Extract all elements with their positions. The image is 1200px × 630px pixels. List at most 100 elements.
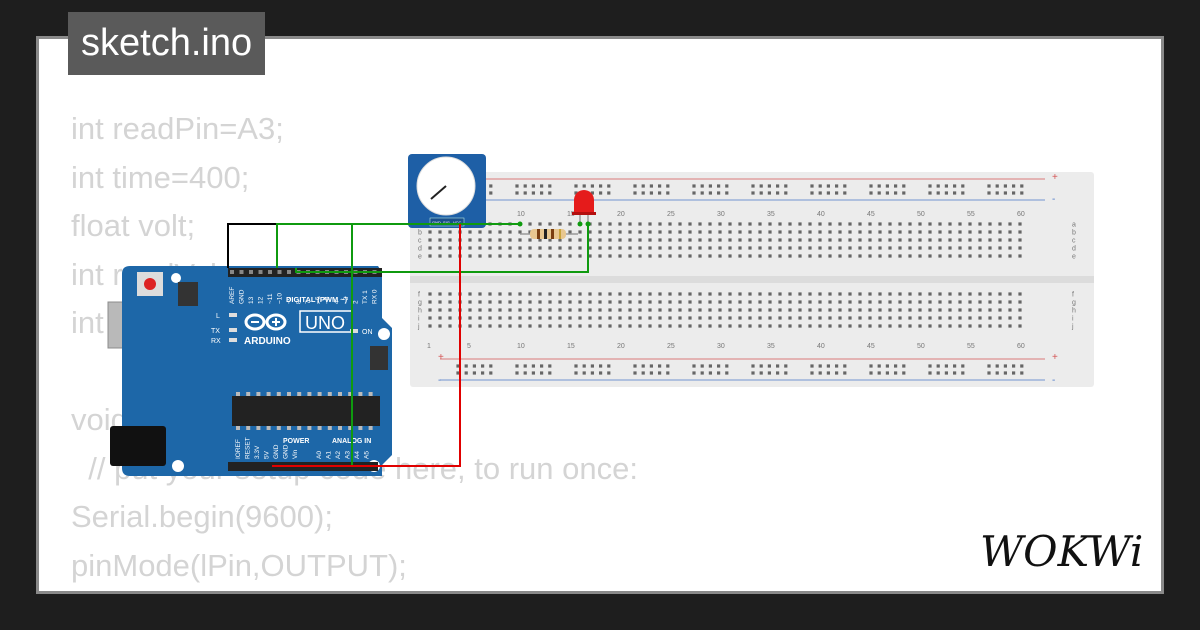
breadboard-hole[interactable]	[758, 308, 762, 312]
rail-hole[interactable]	[658, 364, 662, 368]
breadboard-hole[interactable]	[968, 316, 972, 320]
breadboard-hole[interactable]	[1018, 222, 1022, 226]
rail-hole[interactable]	[515, 191, 519, 195]
breadboard-hole[interactable]	[518, 324, 522, 328]
breadboard-hole[interactable]	[518, 254, 522, 258]
breadboard-hole[interactable]	[688, 246, 692, 250]
breadboard-hole[interactable]	[658, 222, 662, 226]
breadboard-hole[interactable]	[988, 316, 992, 320]
rail-hole[interactable]	[894, 371, 898, 375]
rail-hole[interactable]	[818, 364, 822, 368]
rail-hole[interactable]	[869, 184, 873, 188]
breadboard-hole[interactable]	[478, 230, 482, 234]
rail-hole[interactable]	[776, 191, 780, 195]
breadboard-hole[interactable]	[948, 324, 952, 328]
breadboard-hole[interactable]	[878, 222, 882, 226]
rail-hole[interactable]	[810, 364, 814, 368]
breadboard-hole[interactable]	[978, 238, 982, 242]
breadboard-hole[interactable]	[858, 238, 862, 242]
breadboard-hole[interactable]	[468, 308, 472, 312]
breadboard-hole[interactable]	[878, 300, 882, 304]
breadboard-hole[interactable]	[798, 254, 802, 258]
rail-hole[interactable]	[767, 191, 771, 195]
breadboard-hole[interactable]	[428, 324, 432, 328]
breadboard-hole[interactable]	[728, 222, 732, 226]
rail-hole[interactable]	[692, 371, 696, 375]
breadboard-hole[interactable]	[868, 300, 872, 304]
rail-hole[interactable]	[776, 184, 780, 188]
breadboard-hole[interactable]	[888, 238, 892, 242]
rail-hole[interactable]	[599, 371, 603, 375]
breadboard-hole[interactable]	[578, 230, 582, 234]
breadboard-hole[interactable]	[628, 230, 632, 234]
breadboard-hole[interactable]	[908, 316, 912, 320]
breadboard-hole[interactable]	[548, 316, 552, 320]
breadboard-hole[interactable]	[478, 324, 482, 328]
breadboard-hole[interactable]	[598, 246, 602, 250]
breadboard-hole[interactable]	[808, 238, 812, 242]
breadboard-hole[interactable]	[1008, 238, 1012, 242]
breadboard-hole[interactable]	[888, 316, 892, 320]
breadboard-hole[interactable]	[778, 230, 782, 234]
rail-hole[interactable]	[599, 364, 603, 368]
rail-hole[interactable]	[489, 371, 493, 375]
breadboard-hole[interactable]	[918, 222, 922, 226]
rail-hole[interactable]	[1003, 364, 1007, 368]
breadboard-hole[interactable]	[798, 308, 802, 312]
breadboard-hole[interactable]	[788, 254, 792, 258]
breadboard-hole[interactable]	[788, 324, 792, 328]
breadboard-hole[interactable]	[938, 230, 942, 234]
rail-hole[interactable]	[700, 191, 704, 195]
breadboard-hole[interactable]	[738, 222, 742, 226]
breadboard-hole[interactable]	[948, 254, 952, 258]
breadboard-hole[interactable]	[628, 246, 632, 250]
breadboard-hole[interactable]	[498, 254, 502, 258]
breadboard-hole[interactable]	[518, 300, 522, 304]
rail-hole[interactable]	[818, 191, 822, 195]
rail-hole[interactable]	[987, 371, 991, 375]
rail-hole[interactable]	[894, 364, 898, 368]
breadboard-hole[interactable]	[508, 238, 512, 242]
breadboard-hole[interactable]	[618, 238, 622, 242]
breadboard-hole[interactable]	[888, 254, 892, 258]
breadboard-hole[interactable]	[778, 300, 782, 304]
breadboard-hole[interactable]	[768, 324, 772, 328]
breadboard-hole[interactable]	[498, 324, 502, 328]
breadboard-hole[interactable]	[428, 230, 432, 234]
rail-hole[interactable]	[902, 184, 906, 188]
rail-hole[interactable]	[489, 364, 493, 368]
breadboard-hole[interactable]	[778, 308, 782, 312]
breadboard-hole[interactable]	[538, 300, 542, 304]
breadboard-hole[interactable]	[568, 230, 572, 234]
breadboard-hole[interactable]	[498, 292, 502, 296]
rail-hole[interactable]	[902, 191, 906, 195]
breadboard-hole[interactable]	[958, 324, 962, 328]
breadboard-hole[interactable]	[568, 222, 572, 226]
rail-hole[interactable]	[1012, 371, 1016, 375]
breadboard-hole[interactable]	[938, 316, 942, 320]
breadboard-hole[interactable]	[738, 246, 742, 250]
breadboard-hole[interactable]	[848, 254, 852, 258]
breadboard-hole[interactable]	[918, 292, 922, 296]
breadboard-hole[interactable]	[998, 230, 1002, 234]
breadboard-hole[interactable]	[598, 292, 602, 296]
breadboard-hole[interactable]	[488, 308, 492, 312]
breadboard-hole[interactable]	[988, 292, 992, 296]
breadboard-hole[interactable]	[738, 238, 742, 242]
rail-hole[interactable]	[464, 371, 468, 375]
breadboard-hole[interactable]	[448, 308, 452, 312]
breadboard-hole[interactable]	[958, 316, 962, 320]
breadboard-hole[interactable]	[688, 230, 692, 234]
breadboard-hole[interactable]	[508, 292, 512, 296]
rail-hole[interactable]	[574, 191, 578, 195]
breadboard-hole[interactable]	[448, 230, 452, 234]
rail-hole[interactable]	[456, 371, 460, 375]
breadboard-hole[interactable]	[718, 308, 722, 312]
breadboard-hole[interactable]	[678, 308, 682, 312]
breadboard-hole[interactable]	[678, 254, 682, 258]
breadboard-hole[interactable]	[858, 254, 862, 258]
breadboard-hole[interactable]	[878, 246, 882, 250]
breadboard-hole[interactable]	[968, 292, 972, 296]
breadboard-hole[interactable]	[988, 254, 992, 258]
breadboard-hole[interactable]	[898, 246, 902, 250]
